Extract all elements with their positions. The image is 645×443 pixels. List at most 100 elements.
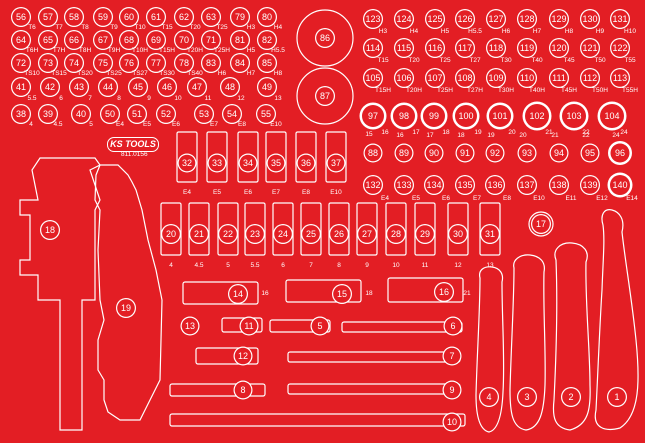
socket-cutout-35	[265, 131, 287, 183]
socket-size-label: 20	[519, 132, 527, 139]
bit-size-label: T8H	[78, 47, 92, 54]
badge-3: 3	[517, 387, 537, 407]
badge-number: 68	[124, 35, 134, 45]
badge-number: 88	[368, 148, 378, 158]
badge-number: 23	[250, 229, 260, 239]
badge-number: 106	[396, 73, 411, 83]
badge-23: 23	[245, 224, 265, 244]
badge-number: 73	[43, 58, 53, 68]
badge-number: 123	[365, 14, 380, 24]
badge-number: 71	[206, 35, 216, 45]
bit-size-label: T7	[55, 24, 63, 31]
socket-size-label: 20	[508, 129, 516, 136]
badge-number: 93	[522, 148, 532, 158]
badge-number: 83	[206, 58, 216, 68]
badge-122: 122	[610, 38, 630, 58]
badge-127: 127	[486, 9, 506, 29]
badge-65: 65	[38, 30, 58, 50]
badge-number: 22	[223, 229, 233, 239]
badge-73: 73	[38, 53, 58, 73]
badge-number: 87	[320, 91, 330, 101]
badge-number: 11	[244, 321, 253, 331]
ratchet-3-cutout	[509, 254, 546, 431]
badge-number: 70	[179, 35, 189, 45]
socket-size-label: E14	[626, 195, 638, 202]
bit-size-label: T30H	[498, 87, 514, 94]
tool-cutouts	[19, 9, 639, 433]
badge-number: 138	[551, 180, 566, 190]
badge-number: 19	[121, 303, 131, 313]
socket-size-label: 4.5	[53, 121, 63, 128]
bit-size-label: T15	[377, 57, 389, 64]
socket-size-label: 4.5	[194, 262, 204, 269]
socket-size-label: 13	[274, 95, 282, 102]
bit-size-label: H8	[564, 28, 574, 35]
socket-size-label: 17	[412, 129, 420, 136]
badge-21: 21	[189, 224, 209, 244]
bit-size-label: T55	[624, 57, 636, 64]
badge-10: 10	[442, 412, 462, 432]
bit-size-label: T10	[134, 24, 146, 31]
badge-number: 34	[243, 158, 253, 168]
sliding-t-bar-cutout	[19, 157, 101, 431]
badge-56: 56	[11, 7, 31, 27]
badge-139: 139	[580, 175, 600, 195]
badge-128: 128	[517, 9, 537, 29]
bar-length-label: 21	[463, 290, 471, 297]
socket-cutout-30	[447, 202, 469, 256]
badge-number: 105	[365, 73, 380, 83]
socket-size-label: 22	[582, 129, 590, 136]
socket-size-label: 10	[174, 95, 182, 102]
bit-size-label: T9H	[107, 47, 121, 54]
badge-8: 8	[233, 380, 253, 400]
badge-5: 5	[310, 316, 330, 336]
socket-cutout-25	[300, 202, 322, 256]
badge-88: 88	[363, 143, 383, 163]
ratchet-1-cutout	[594, 209, 639, 431]
socket-size-label: 4	[169, 262, 173, 269]
badge-41: 41	[11, 77, 31, 97]
badge-46: 46	[157, 77, 177, 97]
badge-number: 121	[582, 43, 597, 53]
badge-number: 97	[368, 111, 378, 121]
badge-number: 102	[529, 111, 544, 121]
badge-number: 40	[76, 109, 86, 119]
bar-7-cutout	[287, 351, 461, 363]
badge-number: 67	[98, 35, 108, 45]
badge-109: 109	[486, 68, 506, 88]
badge-number: 16	[439, 287, 449, 297]
socket-size-label: E4	[116, 121, 124, 128]
socket-cutout-31	[479, 202, 501, 256]
badge-number: 41	[16, 82, 26, 92]
bit-size-label: T7H	[52, 47, 66, 54]
socket-cutout-26	[328, 202, 350, 256]
badge-number: 134	[426, 180, 441, 190]
socket-size-label: 22	[582, 132, 590, 139]
badge-50: 50	[100, 104, 120, 124]
badge-number: 69	[151, 35, 161, 45]
socket-size-label: 21	[551, 132, 559, 139]
badge-number: 128	[519, 14, 534, 24]
badge-number: 53	[199, 109, 209, 119]
badge-87: 87	[315, 86, 335, 106]
badge-114: 114	[363, 38, 383, 58]
badge-number: 140	[612, 180, 627, 190]
badge-number: 47	[192, 82, 202, 92]
socket-size-label: E4	[183, 189, 191, 196]
badge-number: 14	[233, 289, 243, 299]
socket-cutout-37	[325, 131, 347, 183]
badge-6: 6	[443, 316, 463, 336]
badge-number: 12	[238, 351, 248, 361]
badge-number: 50	[105, 109, 115, 119]
badge-32: 32	[177, 153, 197, 173]
bit-size-label: T25H	[214, 47, 230, 54]
badge-75: 75	[93, 53, 113, 73]
badge-number: 55	[261, 109, 271, 119]
badge-7: 7	[442, 346, 462, 366]
badge-number: 84	[235, 58, 245, 68]
badge-number: 78	[179, 58, 189, 68]
badge-92: 92	[485, 143, 505, 163]
badge-number: 110	[520, 73, 534, 83]
bit-size-label: T55H	[622, 87, 638, 94]
badge-96: 96	[608, 141, 632, 165]
